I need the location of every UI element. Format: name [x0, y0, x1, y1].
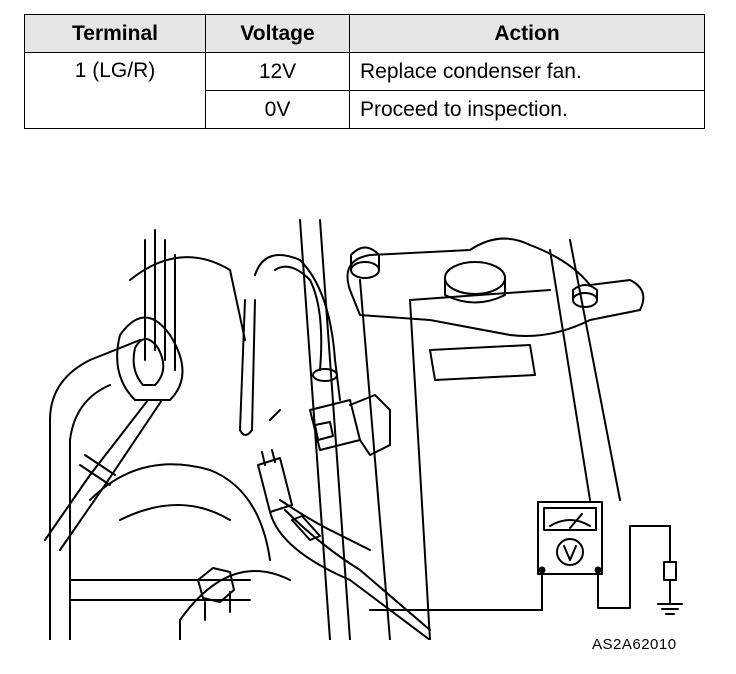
connector-icon — [269, 394, 391, 456]
figure-code: AS2A62010 — [592, 636, 677, 653]
voltmeter-icon — [369, 501, 677, 611]
mounting-bracket — [346, 237, 645, 337]
header-voltage: Voltage — [205, 14, 350, 53]
action-cell: Proceed to inspection. — [349, 90, 705, 129]
probe-connector — [257, 449, 431, 640]
voltage-cell: 12V — [205, 52, 350, 91]
header-action: Action — [349, 14, 705, 53]
action-cell: Replace condenser fan. — [349, 52, 705, 91]
engine-bay-illustration — [44, 219, 683, 640]
table-header-row: Terminal Voltage Action — [24, 14, 705, 53]
wiring-harness — [239, 254, 341, 436]
voltage-cell: 0V — [205, 90, 350, 129]
terminal-cell: 1 (LG/R) — [24, 52, 206, 129]
table-row: 0V Proceed to inspection. — [25, 90, 705, 129]
header-terminal: Terminal — [24, 14, 206, 53]
spec-table: Terminal Voltage Action 1 (LG/R) 12V Rep… — [24, 14, 705, 129]
bolt — [197, 567, 235, 621]
dipstick — [44, 316, 184, 551]
engine-structure — [49, 229, 291, 640]
ground-icon — [657, 603, 683, 615]
table-row: 1 (LG/R) 12V Replace condenser fan. — [24, 52, 705, 129]
